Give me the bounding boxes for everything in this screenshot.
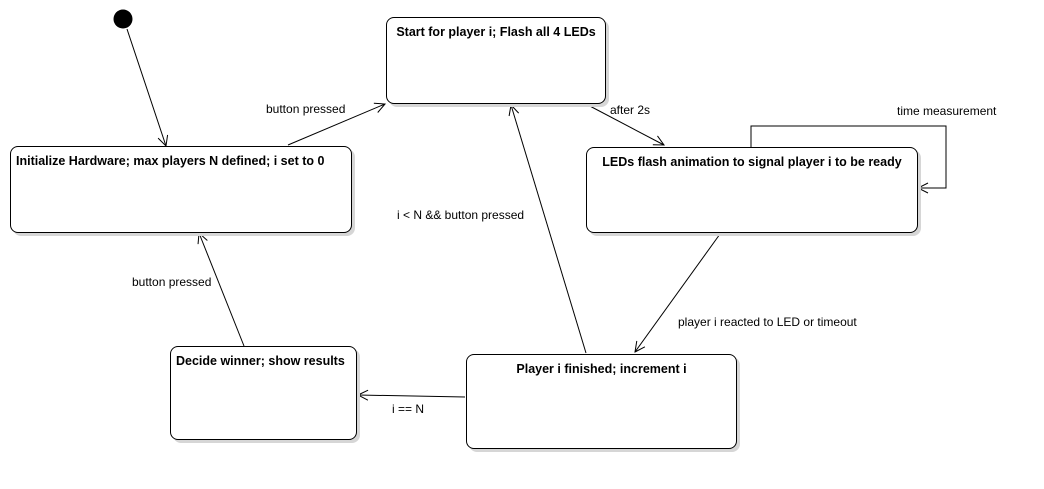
transition-label-start-to-leds: after 2s — [610, 103, 651, 117]
state-leds-flash-animation: LEDs flash animation to signal player i … — [586, 147, 918, 233]
edge-decide-to-init — [199, 233, 245, 347]
edge-start-to-leds — [585, 103, 664, 145]
transition-label-decide-to-init: button pressed — [132, 275, 212, 289]
state-player-finished: Player i finished; increment i — [466, 354, 737, 449]
state-initialize-hardware: Initialize Hardware; max players N defin… — [10, 146, 352, 233]
state-title: Start for player i; Flash all 4 LEDs — [396, 25, 596, 39]
state-decide-winner: Decide winner; show results — [170, 346, 357, 440]
edge-finished-to-start — [511, 105, 587, 354]
edge-leds-self-loop — [750, 125, 947, 188]
transition-label-finished-to-start: i < N && button pressed — [397, 208, 525, 222]
edge-initial-to-init — [126, 28, 166, 146]
state-title: Player i finished; increment i — [516, 362, 687, 376]
state-title: Decide winner; show results — [176, 354, 345, 368]
transition-label-init-to-start: button pressed — [266, 102, 346, 116]
edge-leds-to-finished — [635, 233, 721, 352]
state-title: LEDs flash animation to signal player i … — [602, 155, 902, 169]
transition-label-leds-self: time measurement — [897, 104, 997, 118]
state-start-for-player: Start for player i; Flash all 4 LEDs — [386, 17, 606, 104]
edge-init-to-start — [287, 104, 385, 146]
state-title: Initialize Hardware; max players N defin… — [16, 154, 325, 168]
initial-state-node — [113, 9, 133, 29]
transition-label-finished-to-decide: i == N — [392, 402, 425, 416]
edge-finished-to-decide — [358, 395, 466, 397]
transition-label-leds-to-finished: player i reacted to LED or timeout — [678, 315, 857, 329]
